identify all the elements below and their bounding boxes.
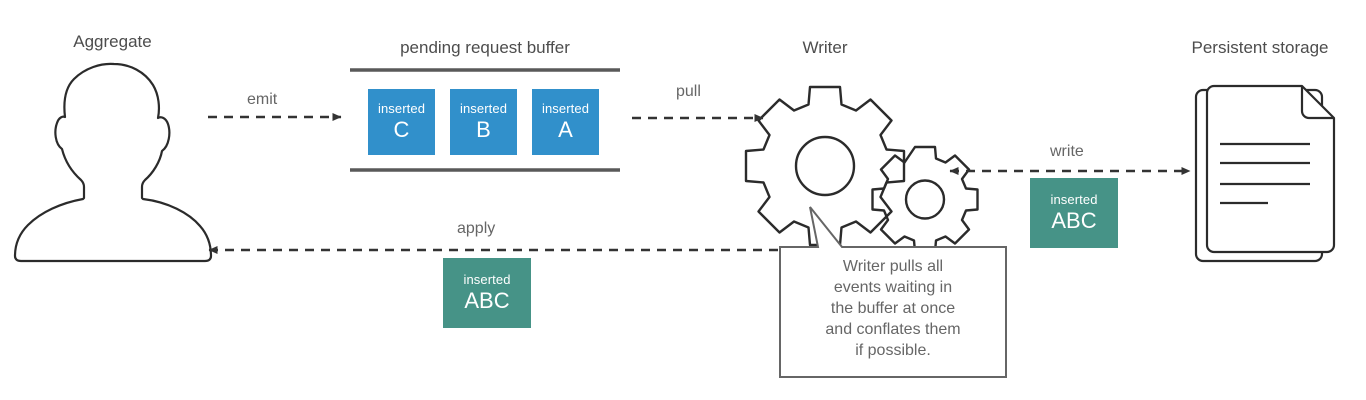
writer-callout-text: Writer pulls all events waiting in the b… <box>825 258 961 359</box>
buffer-title: pending request buffer <box>400 38 570 57</box>
emit-label: emit <box>247 91 278 108</box>
document-text-lines <box>1220 142 1310 205</box>
event-kind-label: inserted <box>541 101 590 116</box>
writer-title: Writer <box>802 38 848 57</box>
event-kind-label: inserted <box>377 101 426 116</box>
event-kind-label: inserted <box>459 101 508 116</box>
buffer-event-c: inserted C <box>368 89 435 155</box>
apply-event-abc: inserted ABC <box>443 258 531 328</box>
event-payload-label: A <box>558 117 573 142</box>
writer-gear-small-icon <box>871 145 979 254</box>
aggregate-person-icon <box>13 62 213 263</box>
buffer-event-b: inserted B <box>450 89 517 155</box>
writer-gear-large-icon <box>744 85 906 247</box>
persistent-storage-document-icon <box>1194 84 1336 263</box>
event-payload-label: C <box>393 117 410 142</box>
storage-title: Persistent storage <box>1191 38 1329 57</box>
write-label: write <box>1050 143 1084 160</box>
event-kind-label: inserted <box>463 272 511 287</box>
event-payload-label: B <box>476 117 491 142</box>
event-kind-label: inserted <box>1050 192 1098 207</box>
document-fold-corner <box>1300 86 1334 120</box>
document-front-sheet <box>1205 84 1336 254</box>
event-payload-label: ABC <box>464 288 510 313</box>
pull-label: pull <box>676 83 701 100</box>
write-event-abc: inserted ABC <box>1030 178 1118 248</box>
apply-label: apply <box>457 220 496 237</box>
buffer-event-a: inserted A <box>532 89 599 155</box>
aggregate-title: Aggregate <box>73 32 152 51</box>
event-payload-label: ABC <box>1051 208 1097 233</box>
document-back-sheet <box>1194 88 1324 263</box>
